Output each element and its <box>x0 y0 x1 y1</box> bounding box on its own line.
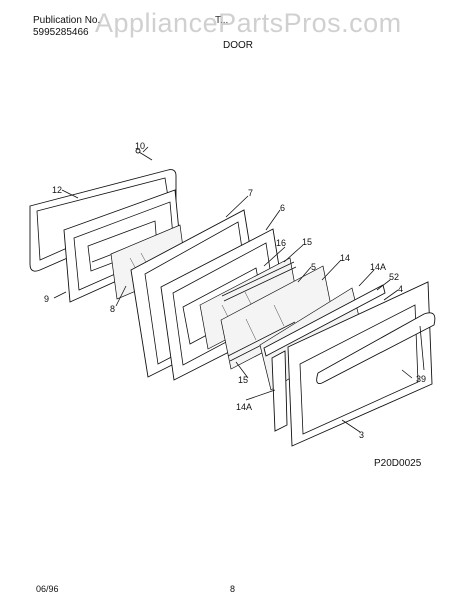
callout-52: 52 <box>389 272 399 282</box>
part-4-outer-door <box>287 281 436 447</box>
callout-9: 9 <box>44 294 49 304</box>
callout-12: 12 <box>52 185 62 195</box>
part-10-screw <box>135 148 153 161</box>
publication-label: Publication No. <box>33 15 101 26</box>
callout-14: 14 <box>340 253 350 263</box>
callout-16: 16 <box>276 238 286 248</box>
callout-14a-bottom: 14A <box>236 402 252 412</box>
callout-8: 8 <box>110 304 115 314</box>
section-title: DOOR <box>223 40 253 51</box>
model-label: T... <box>215 15 229 26</box>
diagram-code: P20D0025 <box>374 458 422 469</box>
callout-15-bottom: 15 <box>238 375 248 385</box>
footer-page: 8 <box>230 584 236 594</box>
watermark: AppliancePartsPros.com <box>95 8 402 38</box>
callout-6: 6 <box>280 203 285 213</box>
callout-5: 5 <box>311 262 316 272</box>
callout-4: 4 <box>398 284 403 294</box>
callout-7: 7 <box>248 188 253 198</box>
callout-10: 10 <box>135 141 145 151</box>
callout-3: 3 <box>359 430 364 440</box>
callout-15-top: 15 <box>302 237 312 247</box>
footer-date: 06/96 <box>36 584 59 594</box>
callouts: 10 12 9 8 7 6 16 15 5 14 14A 52 4 15 14A… <box>44 141 426 440</box>
part-14a-trim <box>263 284 386 432</box>
callout-39: 39 <box>416 374 426 384</box>
callout-14a-top: 14A <box>370 262 386 272</box>
publication-number: 5995285466 <box>33 27 89 38</box>
leader-lines <box>53 146 413 433</box>
